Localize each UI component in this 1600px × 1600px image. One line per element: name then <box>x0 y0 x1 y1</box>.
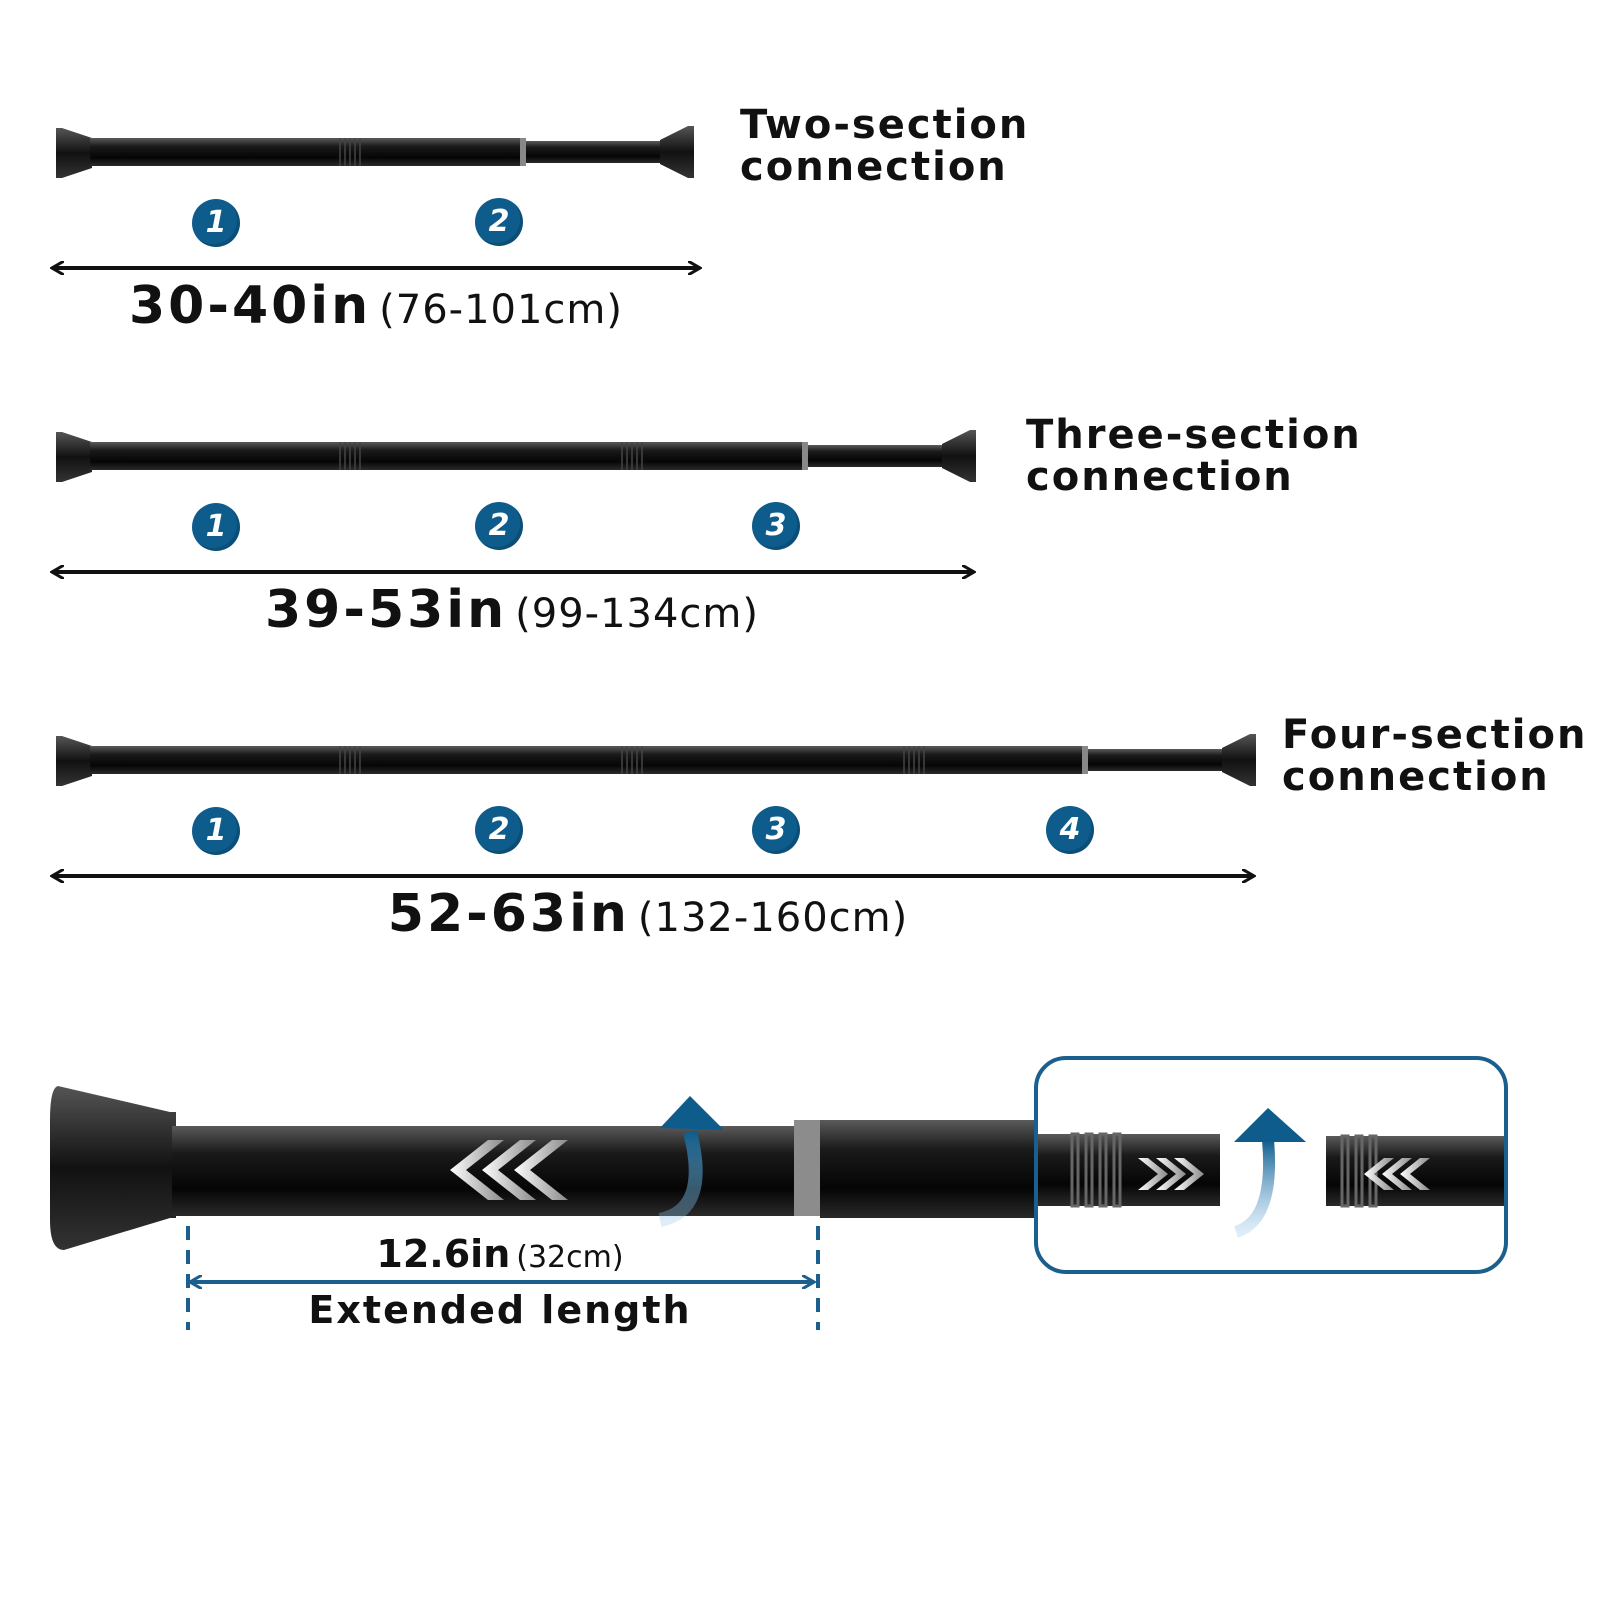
length-inches: 30-40in <box>128 276 372 336</box>
rotate-arrow-icon <box>658 1096 724 1227</box>
length-cm: (99-134cm) <box>515 591 760 637</box>
section-badge: 1 <box>192 503 240 551</box>
section-badge: 1 <box>192 807 240 855</box>
rod-four-section <box>56 734 1256 786</box>
length-label: 39-53in(99-134cm) <box>265 580 759 640</box>
extended-length-cm: (32cm) <box>516 1240 624 1275</box>
extended-length-value: 12.6in(32cm) <box>376 1232 623 1276</box>
section-badge: 2 <box>475 198 523 246</box>
section-badge: 3 <box>752 502 800 550</box>
title-line-2: connection <box>1282 754 1550 800</box>
section-badge: 2 <box>475 502 523 550</box>
rod-three-section <box>56 430 976 482</box>
length-label: 52-63in(132-160cm) <box>388 884 908 944</box>
rod-two-section <box>56 126 694 178</box>
section-badge: 3 <box>752 806 800 854</box>
connection-closeup <box>1038 1108 1504 1238</box>
title-line-2: connection <box>740 144 1008 190</box>
length-cm: (132-160cm) <box>637 895 909 941</box>
section-title: Four-section connection <box>1282 714 1587 798</box>
title-line-1: Two-section <box>740 102 1030 148</box>
rotate-arrow-small-icon <box>1233 1108 1306 1238</box>
title-line-1: Four-section <box>1282 712 1588 758</box>
rod-closeup <box>50 1086 1038 1250</box>
extended-length-caption: Extended length <box>308 1288 692 1332</box>
section-title: Three-section connection <box>1026 414 1362 498</box>
chevron-left-small-icon <box>1364 1158 1430 1190</box>
title-line-2: connection <box>1026 454 1294 500</box>
chevron-left-icon <box>450 1140 568 1200</box>
length-inches: 39-53in <box>264 580 508 640</box>
section-badge: 1 <box>192 199 240 247</box>
length-inches: 52-63in <box>387 884 630 944</box>
connection-detail-frame <box>1034 1056 1508 1274</box>
section-title: Two-section connection <box>740 104 1029 188</box>
extended-length-inches: 12.6in <box>376 1232 511 1276</box>
title-line-1: Three-section <box>1026 412 1362 458</box>
section-badge: 4 <box>1046 806 1094 854</box>
length-label: 30-40in(76-101cm) <box>129 276 623 336</box>
section-badge: 2 <box>475 806 523 854</box>
chevron-right-icon <box>1138 1158 1204 1190</box>
length-cm: (76-101cm) <box>379 287 624 333</box>
